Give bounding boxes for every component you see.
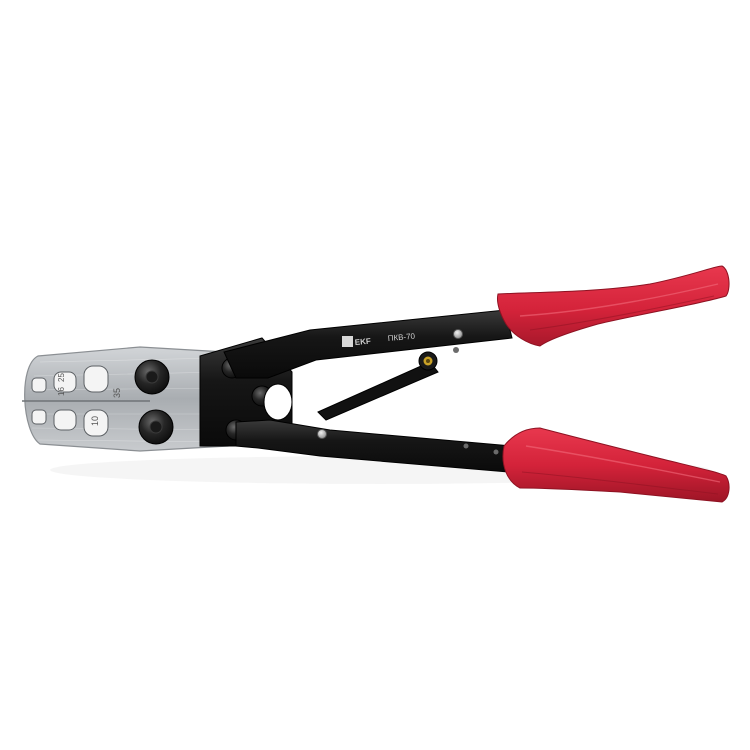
upper-grip [497,265,730,347]
die-size-label: 35 [112,388,122,398]
brand-text: EKF [354,337,371,347]
brand-logo [342,336,353,347]
jaw-head: 10 16 25 35 [22,346,229,452]
lower-grip [502,427,730,503]
model-text: ПКВ-70 [387,332,416,343]
ratchet-lever [317,351,439,421]
die-size-label: 25 [57,373,66,382]
die-cavities [31,365,109,437]
upper-arm: EKF ПКВ-70 [223,309,513,379]
die-size-label: 10 [90,416,100,426]
die-size-label: 16 [57,387,66,396]
